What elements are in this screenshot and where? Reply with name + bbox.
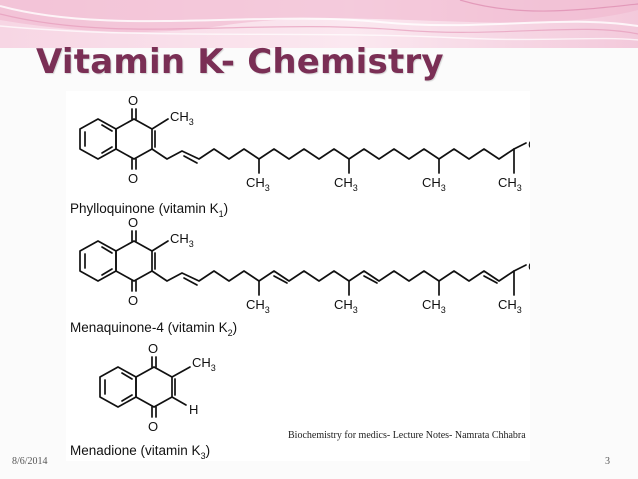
methyl-label: CH3 — [246, 175, 270, 193]
isoprenyl-chain — [151, 270, 515, 282]
methyl-label: CH3 — [528, 259, 530, 277]
methyl-label: CH3 — [422, 175, 446, 193]
hydrogen-label: H — [189, 402, 198, 417]
methyl-label: CH3 — [498, 175, 522, 193]
menaquinone-4-structure: O O CH3 CH3 CH3 CH3 CH3 CH3 Menaquino — [70, 215, 530, 338]
methyl-label: CH3 — [170, 109, 194, 127]
methyl-label: CH3 — [192, 355, 216, 373]
oxygen-label: O — [128, 93, 138, 108]
methyl-label: CH3 — [422, 297, 446, 315]
menadione-caption: Menadione (vitamin K3) — [70, 443, 210, 461]
quinone-ring — [135, 366, 173, 408]
methyl-label: CH3 — [528, 137, 530, 155]
oxygen-label: O — [148, 341, 158, 356]
phytyl-chain — [151, 148, 515, 160]
methyl-label: CH3 — [334, 297, 358, 315]
quinone-ring — [115, 118, 153, 160]
quinone-ring — [115, 240, 153, 282]
menaquinone-caption: Menaquinone-4 (vitamin K2) — [70, 320, 237, 338]
oxygen-label: O — [128, 293, 138, 308]
phylloquinone-caption: Phylloquinone (vitamin K1) — [70, 201, 228, 219]
oxygen-label: O — [128, 171, 138, 186]
oxygen-label: O — [148, 419, 158, 434]
menadione-structure: O O CH3 H Menadione (vitamin K3) — [70, 341, 216, 461]
slide-date: 8/6/2014 — [12, 456, 48, 467]
structures-svg: O O CH3 CH3 CH3 CH3 CH3 CH3 Phylloquinon… — [70, 93, 530, 461]
phylloquinone-structure: O O CH3 CH3 CH3 CH3 CH3 CH3 Phylloquinon… — [70, 93, 530, 219]
page-number: 3 — [605, 456, 610, 467]
footer-note: Biochemistry for medics- Lecture Notes- … — [288, 430, 526, 441]
methyl-label: CH3 — [170, 231, 194, 249]
methyl-label: CH3 — [334, 175, 358, 193]
vitamin-k-structures-figure: O O CH3 CH3 CH3 CH3 CH3 CH3 Phylloquinon… — [66, 91, 530, 461]
decorative-banner — [0, 0, 638, 48]
methyl-label: CH3 — [246, 297, 270, 315]
methyl-label: CH3 — [498, 297, 522, 315]
oxygen-label: O — [128, 215, 138, 230]
slide-title: Vitamin K- Chemistry — [36, 42, 444, 82]
